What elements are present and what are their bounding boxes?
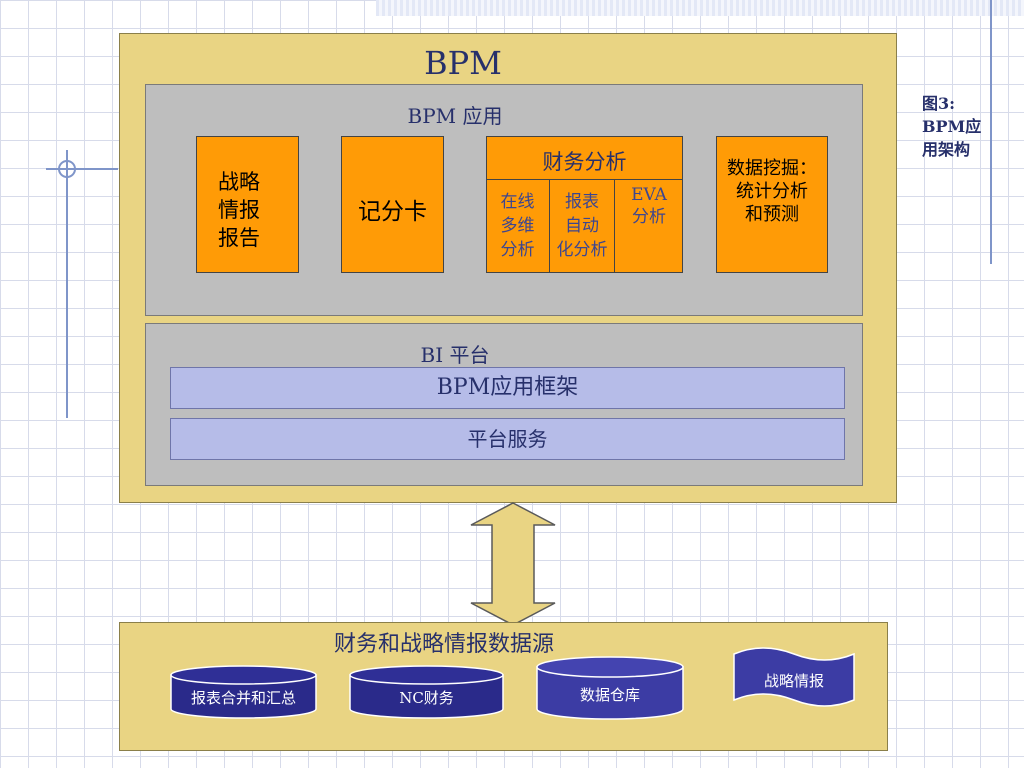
report-auto-line: 化分析 [556, 240, 608, 260]
report-auto-line: 自动 [565, 216, 599, 236]
strategic-intel-label: 战略情报 [763, 672, 824, 690]
data-mining-line: 统计分析 [736, 181, 808, 202]
data-source-title: 财务和战略情报数据源 [333, 632, 554, 657]
data-mining-line: 数据挖掘： [727, 158, 817, 179]
decorative-circle-icon [58, 160, 76, 178]
decorative-band [376, 0, 1024, 16]
online-multidim-line: 多维 [500, 216, 535, 236]
report-auto-line: 报表 [565, 192, 599, 212]
caption-line: BPM应 [922, 117, 982, 136]
strategy-report-box: 战略 情报 报告 [196, 136, 299, 273]
caption-line: 图3: [922, 94, 956, 113]
data-mining-line: 和预测 [745, 204, 799, 225]
online-multidim-line: 分析 [500, 240, 535, 260]
nc-finance-label: NC财务 [399, 689, 454, 707]
eva-analysis: EVA 分析 [614, 179, 683, 273]
finance-analysis-title: 财务分析 [542, 150, 627, 174]
bpm-framework-bar: BPM应用框架 [170, 367, 845, 409]
data-mining-box: 数据挖掘： 统计分析 和预测 [716, 136, 828, 273]
figure-caption: 图3: BPM应 用架构 [922, 92, 1012, 161]
caption-line: 用架构 [922, 140, 971, 159]
bpm-title: BPM [424, 44, 502, 82]
scorecard-box: 记分卡 [341, 136, 444, 273]
strategic-intel-flag: 战略情报 [733, 646, 855, 708]
online-multidim-analysis: 在线 多维 分析 [486, 179, 549, 273]
report-consolidation-cylinder: 报表合并和汇总 [170, 665, 317, 719]
data-warehouse-cylinder: 数据仓库 [536, 656, 684, 720]
report-consolidation-label: 报表合并和汇总 [190, 689, 296, 707]
finance-analysis-box [486, 136, 683, 273]
nc-finance-cylinder: NC财务 [349, 665, 504, 719]
scorecard-label: 记分卡 [358, 199, 427, 225]
strategy-report-line: 报告 [218, 226, 260, 250]
double-arrow-icon [470, 502, 556, 626]
bpm-app-title: BPM 应用 [407, 104, 503, 128]
eva-line: EVA [631, 185, 667, 205]
platform-services-bar: 平台服务 [170, 418, 845, 460]
decorative-vertical-line-left [66, 150, 68, 418]
report-auto-analysis: 报表 自动 化分析 [549, 179, 614, 273]
decorative-horizontal-line [46, 168, 118, 170]
bi-platform-title: BI 平台 [420, 343, 490, 367]
strategy-report-line: 战略 [218, 170, 260, 194]
strategy-report-line: 情报 [218, 198, 260, 222]
decorative-vertical-line [990, 0, 992, 264]
online-multidim-line: 在线 [500, 192, 535, 212]
data-warehouse-label: 数据仓库 [579, 686, 640, 704]
eva-line: 分析 [632, 207, 666, 227]
